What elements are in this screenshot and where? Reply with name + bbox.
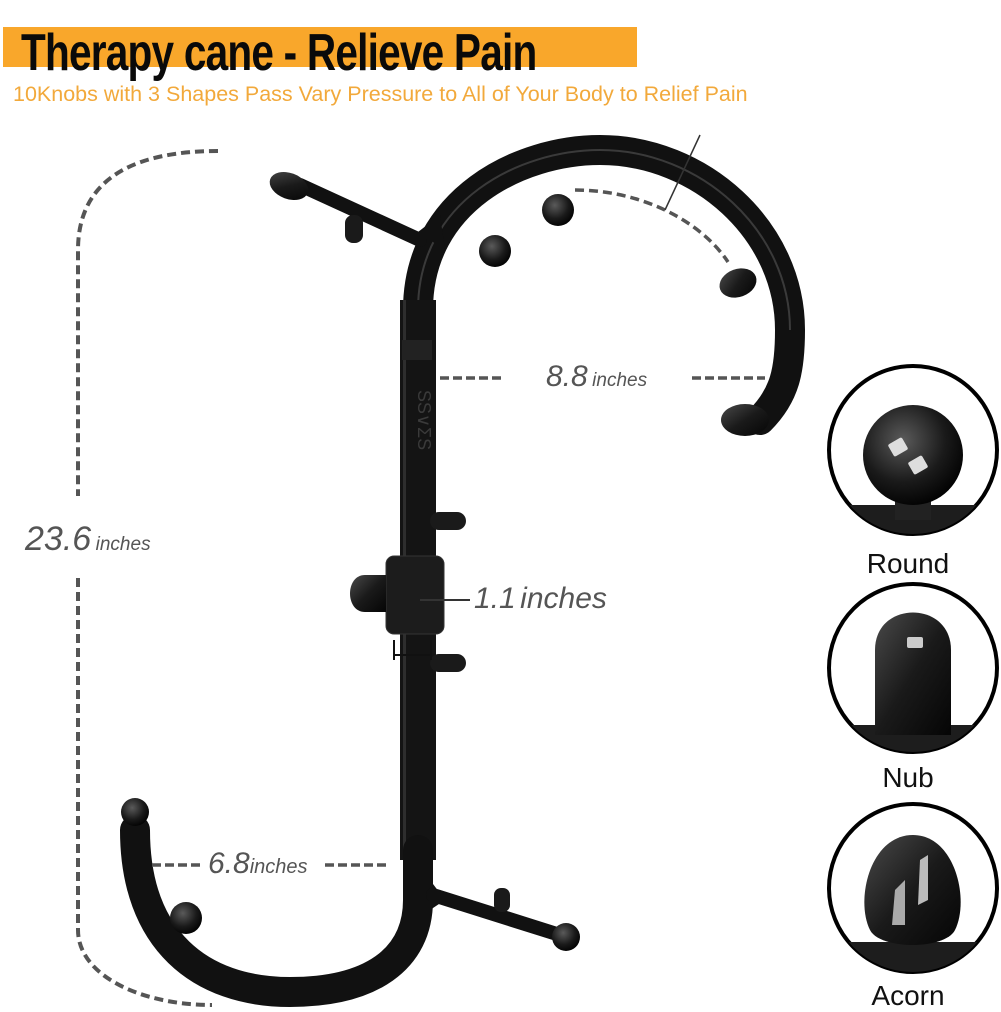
height-dimension-line xyxy=(76,149,219,1007)
subtitle: 10Knobs with 3 Shapes Pass Vary Pressure… xyxy=(13,82,748,106)
arc-dimension-line xyxy=(574,188,730,263)
knob-shape-acorn xyxy=(827,802,999,974)
shape-label-nub: Nub xyxy=(882,762,934,793)
shaft-width-label: 1.1 inches xyxy=(474,582,607,615)
shape-label-round: Round xyxy=(866,548,950,579)
page-title: Therapy cane - Relieve Pain xyxy=(21,24,537,82)
title-banner: Therapy cane - Relieve Pain xyxy=(3,24,637,82)
top-hook-width-label: 8.8 inches xyxy=(546,360,648,393)
top-hook xyxy=(269,134,806,436)
brand-imprint: SS∨ΣS xyxy=(414,390,434,450)
bottom-hook xyxy=(120,798,580,1008)
shape-label-acorn: Acorn xyxy=(871,980,945,1011)
shaft: SS∨ΣS xyxy=(350,300,470,860)
knob-shape-nub xyxy=(827,582,999,754)
bottom-hook-width-label: 6.8inches xyxy=(208,847,308,880)
width-dimension-lines xyxy=(152,376,765,867)
total-height-label: 23.6 inches xyxy=(25,520,151,558)
knob-shape-round xyxy=(827,364,999,536)
